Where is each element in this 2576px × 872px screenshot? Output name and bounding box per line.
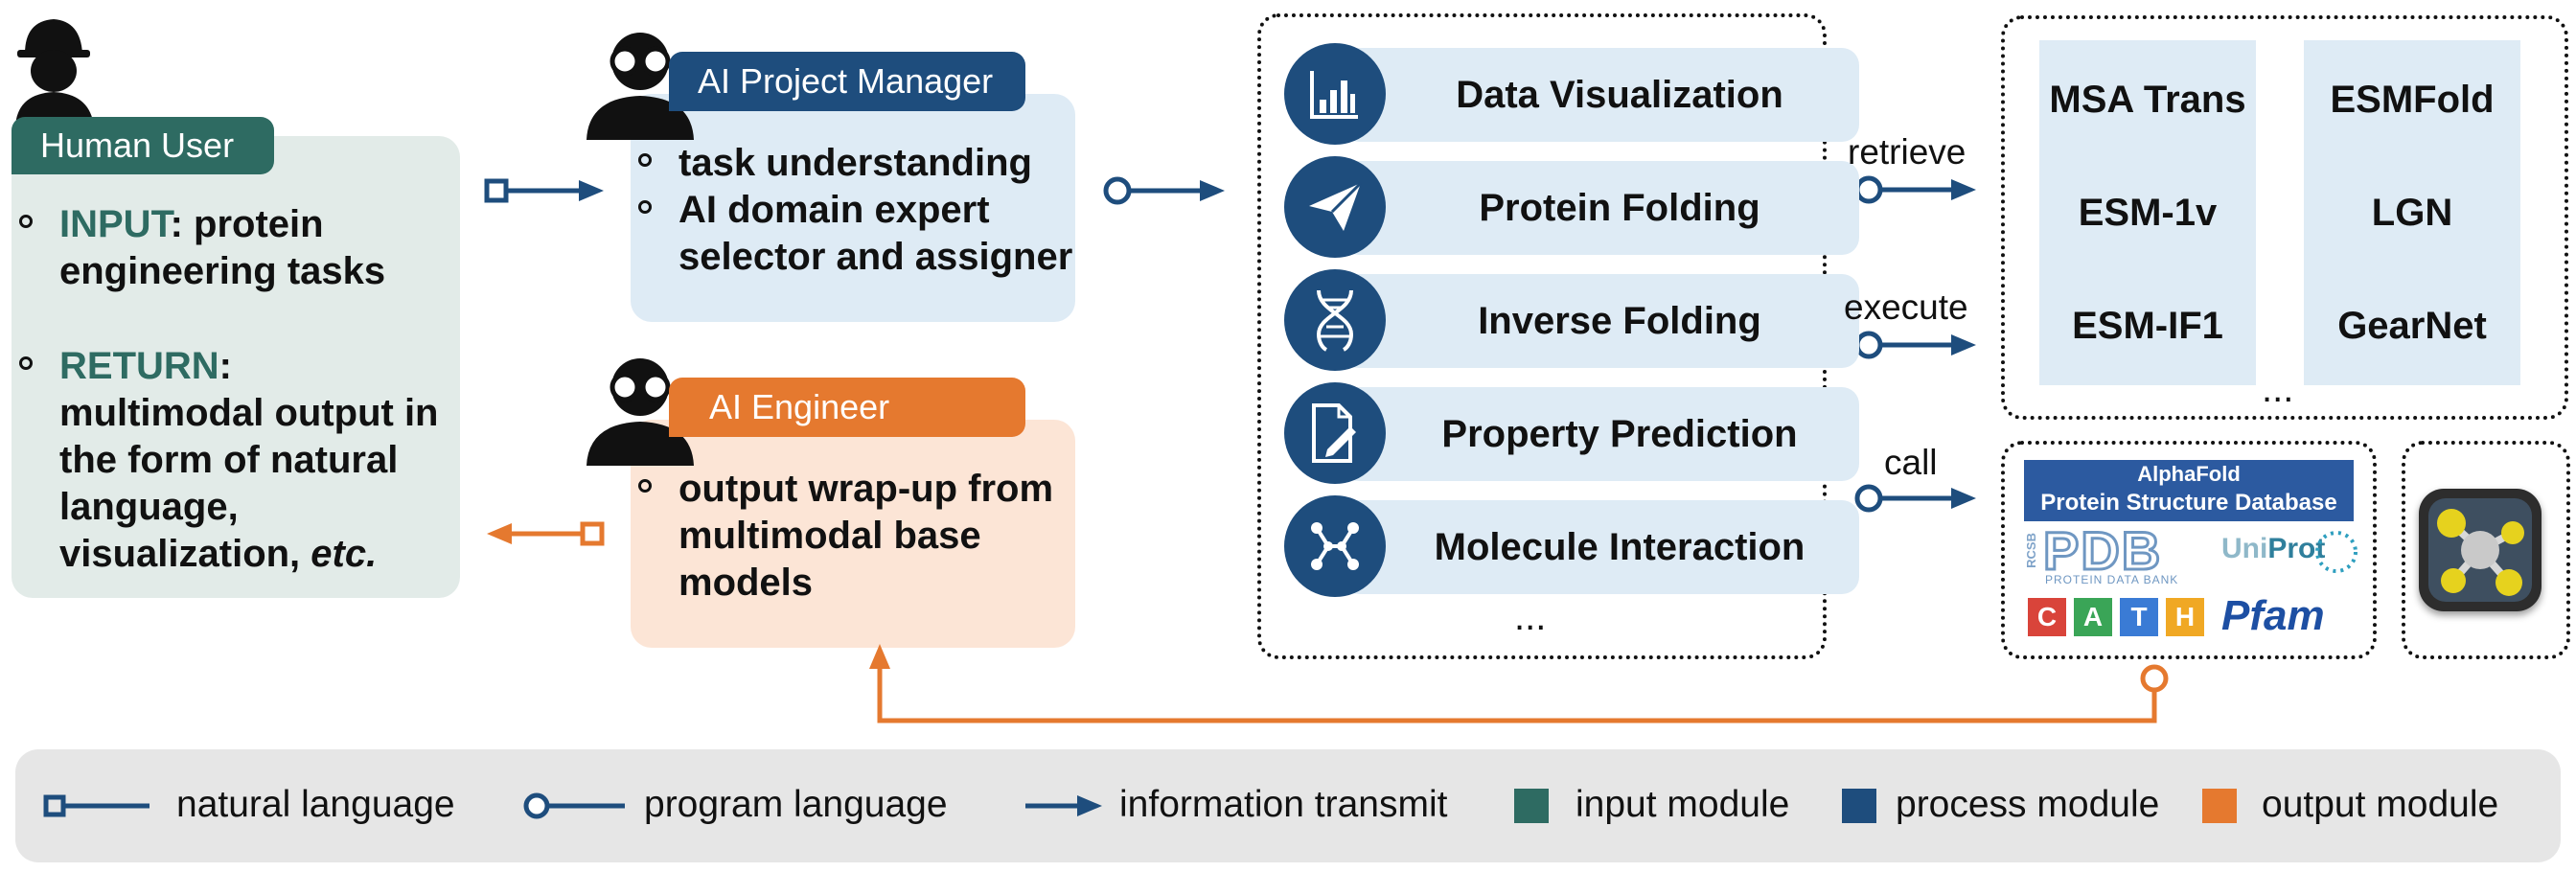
project-manager-panel xyxy=(631,94,1075,322)
human-user-panel xyxy=(12,136,460,598)
legend-input-module-label: input module xyxy=(1576,784,1790,825)
alphafold-line2: Protein Structure Database xyxy=(2040,490,2337,516)
return-keyword: RETURN xyxy=(59,345,219,387)
cath-c: C xyxy=(2028,598,2066,636)
legend-program-language-label: program language xyxy=(644,784,948,825)
alphafold-logo: AlphaFold Protein Structure Database xyxy=(2024,460,2354,521)
databases-panel xyxy=(2001,441,2377,659)
legend-process-module-label: process module xyxy=(1896,784,2160,825)
tools-more-ellipsis: ... xyxy=(1514,596,1547,638)
pfam-logo: Pfam xyxy=(2221,592,2325,639)
legend-symbols xyxy=(43,789,2237,823)
model-msa-trans: MSA Trans xyxy=(2039,40,2256,159)
return-etc: etc. xyxy=(310,533,378,575)
pdb-subtitle: PROTEIN DATA BANK xyxy=(2045,573,2179,586)
tool-property-prediction: Property Prediction xyxy=(1284,382,1859,484)
pm-item-task-understanding: task understanding xyxy=(634,140,1075,187)
tool-data-visualization: Data Visualization xyxy=(1284,43,1859,145)
natural-language-arrow-to-user xyxy=(487,521,605,546)
human-user-input-item: INPUT: protein engineering tasks xyxy=(15,201,447,295)
legend-information-transmit-symbol xyxy=(1025,795,1102,816)
pdb-text: PDB xyxy=(2041,519,2163,583)
bar-chart-icon xyxy=(1284,43,1386,145)
project-manager-items: task understanding AI domain expert sele… xyxy=(634,140,1075,281)
molecule-viewer-app-icon xyxy=(2419,489,2542,611)
call-arrow xyxy=(1854,484,1976,513)
model-gearnet: GearNet xyxy=(2304,266,2520,385)
rcsb-pdb-logo: RCSB PDB PROTEIN DATA BANK xyxy=(2024,519,2216,588)
tool-label-data-visualization: Data Visualization xyxy=(1342,48,1859,142)
dna-icon xyxy=(1284,269,1386,371)
pm-item-expert-selector: AI domain expert selector and assigner xyxy=(634,187,1075,281)
legend-input-module-swatch xyxy=(1514,789,1549,823)
tool-label-inverse-folding: Inverse Folding xyxy=(1342,274,1859,368)
molecule-graph-icon xyxy=(1284,495,1386,597)
alphafold-line1: AlphaFold xyxy=(2137,462,2241,486)
tool-label-protein-folding: Protein Folding xyxy=(1342,161,1859,255)
tool-label-molecule-interaction: Molecule Interaction xyxy=(1342,500,1859,594)
model-esm-1v: ESM-1v xyxy=(2039,153,2256,272)
retrieve-label: retrieve xyxy=(1848,132,1966,172)
input-description: : protein engineering tasks xyxy=(59,203,386,292)
model-esmfold: ESMFold xyxy=(2304,40,2520,159)
program-language-arrow-to-tools xyxy=(1103,176,1225,205)
engineer-label: AI Engineer xyxy=(669,378,1025,437)
legend-information-transmit-label: information transmit xyxy=(1119,784,1448,825)
uniprot-uni: Uni xyxy=(2221,533,2268,564)
project-manager-label: AI Project Manager xyxy=(669,52,1025,111)
cath-logo: C A T H xyxy=(2028,598,2204,636)
legend-process-module-swatch xyxy=(1842,789,1876,823)
molecule-viewer-panel xyxy=(2402,441,2570,659)
tool-protein-folding: Protein Folding xyxy=(1284,156,1859,258)
rcsb-text: RCSB xyxy=(2024,533,2038,568)
legend-output-module-swatch xyxy=(2202,789,2237,823)
model-esm-if1: ESM-IF1 xyxy=(2039,266,2256,385)
retrieve-arrow xyxy=(1854,175,1976,204)
legend-bar xyxy=(15,749,2561,862)
human-user-label: Human User xyxy=(12,117,274,174)
natural-language-arrow-to-manager xyxy=(484,178,604,203)
cath-h: H xyxy=(2166,598,2204,636)
document-pen-icon xyxy=(1284,382,1386,484)
engineer-items: output wrap-up from multimodal base mode… xyxy=(634,466,1056,607)
tool-inverse-folding: Inverse Folding xyxy=(1284,269,1859,371)
engineer-panel xyxy=(631,420,1075,648)
tool-molecule-interaction: Molecule Interaction xyxy=(1284,495,1859,597)
model-lgn: LGN xyxy=(2304,153,2520,272)
input-keyword: INPUT xyxy=(59,203,171,245)
tool-label-property-prediction: Property Prediction xyxy=(1342,387,1859,481)
engineer-item-output-wrapup: output wrap-up from multimodal base mode… xyxy=(634,466,1056,607)
call-label: call xyxy=(1884,443,1938,482)
uniprot-logo: UniProt xyxy=(2221,531,2365,590)
project-manager-avatar-icon xyxy=(586,33,694,140)
database-feedback-arrow xyxy=(869,644,2169,723)
cath-a: A xyxy=(2074,598,2112,636)
models-more-ellipsis: ... xyxy=(2262,368,2294,410)
cath-t: T xyxy=(2120,598,2158,636)
legend-natural-language-symbol xyxy=(43,794,150,817)
models-panel xyxy=(2001,15,2568,420)
execute-label: execute xyxy=(1844,287,1968,327)
engineer-avatar-icon xyxy=(586,358,694,466)
legend-output-module-label: output module xyxy=(2262,784,2499,825)
human-user-return-item: RETURN: multimodal output in the form of… xyxy=(15,343,447,578)
legend-natural-language-label: natural language xyxy=(176,784,455,825)
execute-arrow xyxy=(1854,331,1976,359)
return-description: : multimodal output in the form of natur… xyxy=(59,345,439,575)
legend-program-language-symbol xyxy=(523,792,625,819)
paper-plane-icon xyxy=(1284,156,1386,258)
uniprot-dots-icon xyxy=(2315,531,2358,573)
